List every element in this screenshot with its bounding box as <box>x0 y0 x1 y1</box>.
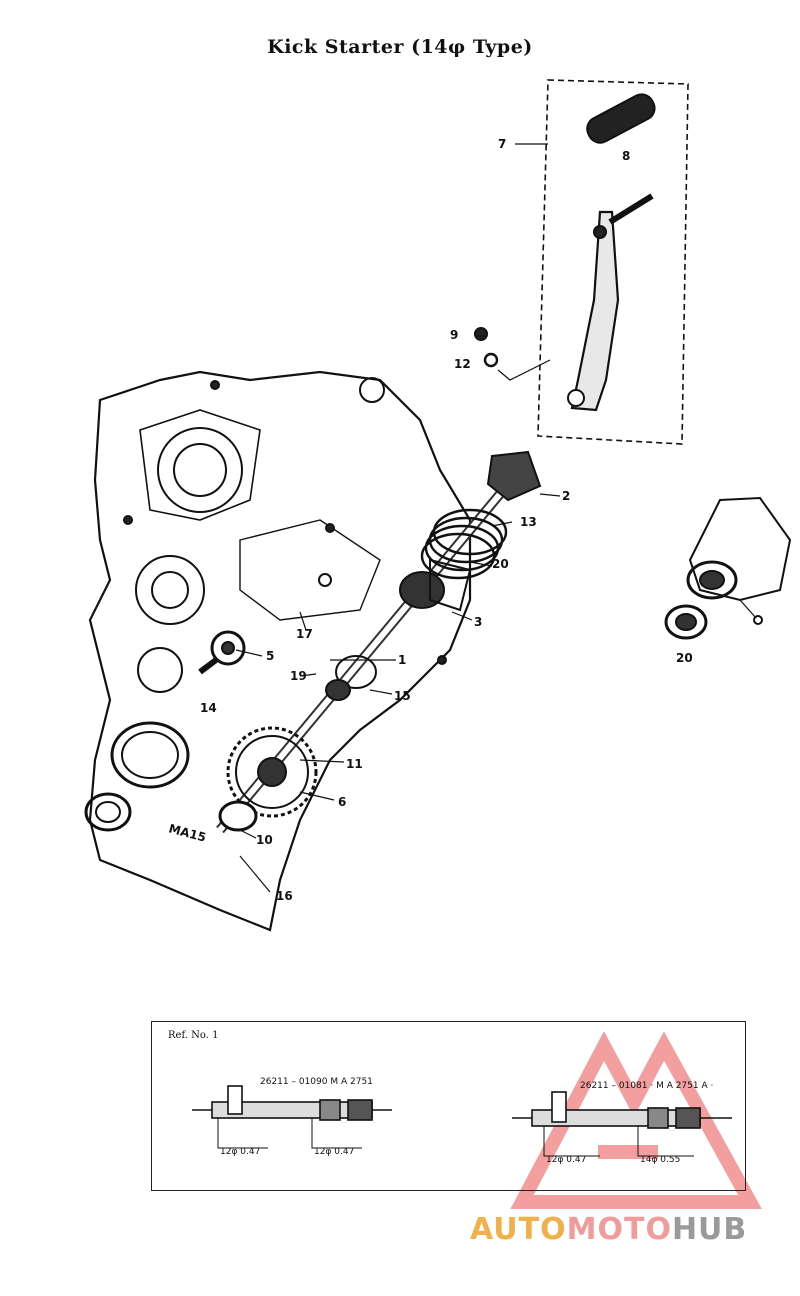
callout-16: 16 <box>276 889 293 903</box>
lever-group-box <box>537 79 689 445</box>
logo-auto: AUTO <box>470 1212 567 1247</box>
washer-15 <box>335 655 377 689</box>
idle-gear <box>210 630 246 666</box>
logo-hub: HUB <box>671 1212 748 1247</box>
oil-seal <box>84 792 132 832</box>
watermark-logo-text: AUTOMOTOHUB <box>470 1212 747 1247</box>
casting-mark: MA15 <box>167 821 207 844</box>
shaft-variants: 26211 – 01090 M A 2751 12φ 0.47 12φ 0.47… <box>192 1077 732 1165</box>
kick-arm <box>570 210 620 412</box>
nut-10 <box>218 800 258 832</box>
ref-label: Ref. No. 1 <box>168 1030 219 1041</box>
callout-5: 5 <box>266 649 274 663</box>
callout-13: 13 <box>520 515 537 529</box>
bearing-ring <box>110 721 190 789</box>
kick-gear <box>226 726 318 818</box>
callout-8: 8 <box>622 149 630 163</box>
callout-17: 17 <box>296 627 313 641</box>
spring-collar <box>399 571 445 609</box>
callout-2: 2 <box>562 489 570 503</box>
callout-3: 3 <box>474 615 482 629</box>
crankcase <box>88 370 472 932</box>
callout-11: 11 <box>346 757 363 771</box>
callout-20: 20 <box>492 557 509 571</box>
right-part-number: 26211 – 01081 · M A 2751 A · <box>580 1081 713 1091</box>
callout-1: 1 <box>398 653 406 667</box>
callout-19: 19 <box>290 669 307 683</box>
washer-12 <box>483 352 499 368</box>
page-title: Kick Starter (14φ Type) <box>267 36 533 58</box>
logo-moto: MOTO <box>566 1212 672 1247</box>
ref-box: Ref. No. 1 26211 – 01090 M A 2751 12φ 0.… <box>151 1021 746 1191</box>
kick-rubber-grip <box>586 93 656 144</box>
callout-15: 15 <box>394 689 411 703</box>
callout-6: 6 <box>338 795 346 809</box>
return-spring <box>420 508 508 580</box>
callout-10: 10 <box>256 833 273 847</box>
left-dimension-2: 12φ 0.47 <box>314 1147 354 1157</box>
stopper-plate <box>429 558 472 612</box>
seal-20 <box>664 604 708 640</box>
ratchet <box>486 450 542 502</box>
right-dimension-1: 12φ 0.47 <box>546 1155 586 1165</box>
callout-7: 7 <box>498 137 506 151</box>
callout-9: 9 <box>450 328 458 342</box>
left-part-number: 26211 – 01090 M A 2751 <box>260 1077 373 1087</box>
exploded-parts-diagram: MA15 7 8 9 12 2 13 20 3 17 1 5 19 15 14 … <box>84 79 792 932</box>
callout-14: 14 <box>200 701 217 715</box>
callout-20b: 20 <box>676 651 693 665</box>
right-dimension-2: 14φ 0.55 <box>640 1155 680 1165</box>
left-dimension-1: 12φ 0.47 <box>220 1147 260 1157</box>
watermark-logo-triangle <box>510 1032 762 1209</box>
callout-12: 12 <box>454 357 471 371</box>
bolt-9 <box>474 327 488 341</box>
side-cover <box>688 496 792 602</box>
bolt-14 <box>198 657 218 675</box>
side-bearing <box>686 560 738 600</box>
